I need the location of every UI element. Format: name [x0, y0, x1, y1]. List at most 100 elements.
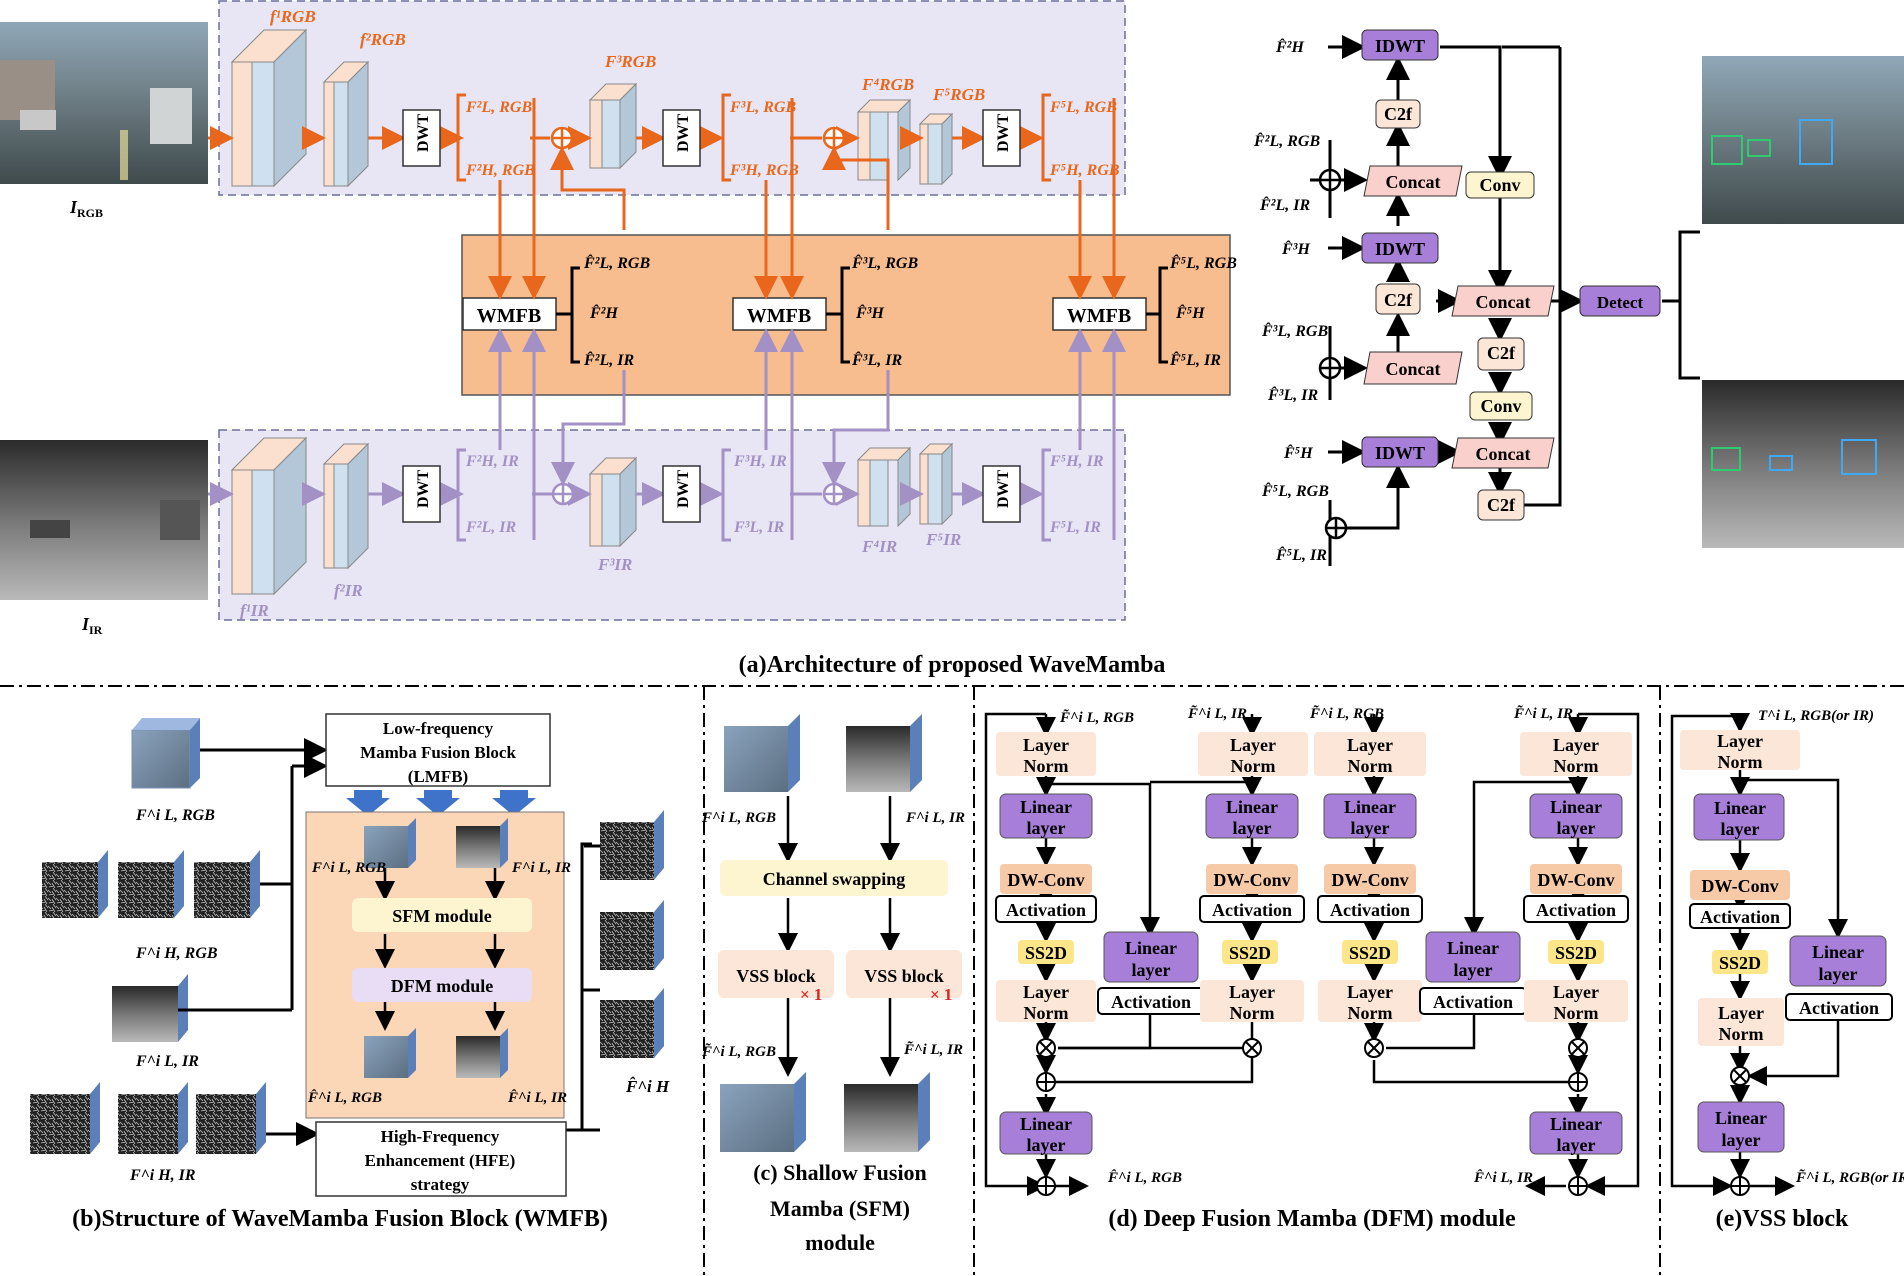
lmfb-arrows	[375, 868, 505, 1031]
panel-a-caption: (a)Architecture of proposed WaveMamba	[739, 652, 1166, 678]
hfe-output-cubes	[600, 810, 664, 1058]
svg-text:F̂^i L, RGB: F̂^i L, RGB	[307, 1088, 382, 1106]
svg-text:F̃^i L, RGB: F̃^i L, RGB	[1059, 708, 1134, 726]
svg-text:Conv: Conv	[1479, 175, 1520, 195]
rgb-feature-blocks	[230, 28, 954, 188]
svg-text:Detect: Detect	[1597, 293, 1644, 312]
ir-bracket-labels: F²H, IR F²L, IR F³H, IR F³L, IR F⁵H, IR …	[465, 453, 1104, 536]
svg-text:F⁵H, IR: F⁵H, IR	[1049, 453, 1104, 470]
svg-text:Concat: Concat	[1386, 172, 1441, 192]
svg-text:F̂⁵H: F̂⁵H	[1283, 443, 1313, 462]
vss-ops	[1730, 1066, 1750, 1196]
vss-block-2	[846, 950, 962, 998]
svg-text:Activation: Activation	[1700, 907, 1780, 927]
svg-text:Norm: Norm	[1024, 756, 1069, 776]
svg-text:Layer: Layer	[1553, 982, 1599, 1002]
svg-text:Norm: Norm	[1554, 756, 1599, 776]
rgb-bracket-labels: F²L, RGB F²H, RGB F³L, RGB F³H, RGB F⁵L,…	[465, 99, 1120, 179]
svg-text:Layer: Layer	[1553, 735, 1599, 755]
neck-box-labels: IDWT C2f Concat IDWT C2f Concat IDWT Con…	[1375, 36, 1643, 515]
neck-input-labels: F̂²H F̂²L, RGB F̂²L, IR F̂³H F̂³L, RGB F…	[1253, 37, 1329, 564]
svg-text:F⁴RGB: F⁴RGB	[861, 75, 914, 94]
channel-swapping-label: Channel swapping	[763, 869, 906, 889]
svg-text:WMFB: WMFB	[477, 305, 541, 327]
svg-text:F̂⁵L, IR: F̂⁵L, IR	[1169, 350, 1221, 369]
svg-text:SS2D: SS2D	[1719, 953, 1761, 973]
svg-text:F³H, IR: F³H, IR	[733, 453, 787, 470]
svg-text:Activation: Activation	[1330, 900, 1410, 920]
svg-text:IDWT: IDWT	[1375, 36, 1425, 56]
svg-text:F̂^i L, IR: F̂^i L, IR	[1473, 1168, 1533, 1186]
svg-text:SS2D: SS2D	[1229, 943, 1271, 963]
svg-text:F̂²L, IR: F̂²L, IR	[583, 350, 634, 369]
svg-text:strategy: strategy	[411, 1175, 470, 1194]
lmfb-down-arrows	[346, 790, 536, 816]
svg-text:F^i L, RGB: F^i L, RGB	[311, 860, 386, 876]
svg-text:SS2D: SS2D	[1349, 943, 1391, 963]
svg-text:layer: layer	[1132, 960, 1171, 980]
svg-text:Linear: Linear	[1226, 797, 1278, 817]
svg-text:F̂²H: F̂²H	[1275, 37, 1304, 56]
svg-text:F̂²L, IR: F̂²L, IR	[1259, 195, 1310, 214]
svg-text:Layer: Layer	[1023, 982, 1069, 1002]
svg-text:Layer: Layer	[1230, 735, 1276, 755]
svg-text:F^i L, IR: F^i L, IR	[511, 860, 571, 876]
svg-text:DWT: DWT	[995, 113, 1012, 152]
svg-text:Linear: Linear	[1715, 1108, 1767, 1128]
lmfb-text: Low-frequency Mamba Fusion Block (LMFB)	[360, 719, 516, 786]
svg-text:F̂²L, RGB: F̂²L, RGB	[1253, 131, 1320, 150]
svg-text:Norm: Norm	[1231, 756, 1276, 776]
panel-dividers	[0, 685, 1904, 1276]
svg-text:F̂³H: F̂³H	[1281, 239, 1310, 258]
svg-text:Linear: Linear	[1550, 797, 1602, 817]
svg-text:High-Frequency: High-Frequency	[381, 1127, 500, 1146]
svg-text:F̂⁵L, RGB: F̂⁵L, RGB	[1169, 253, 1237, 272]
svg-text:F⁴IR: F⁴IR	[861, 537, 897, 556]
svg-text:F^i H, RGB: F^i H, RGB	[135, 945, 218, 962]
svg-text:F³RGB: F³RGB	[604, 52, 656, 71]
ir-input-image	[0, 440, 208, 600]
svg-text:C2f: C2f	[1487, 495, 1516, 515]
wmfb-input-labels: F^i L, RGB F^i H, RGB F^i L, IR F^i H, I…	[129, 807, 218, 1184]
wmfb-inputs-cubes	[30, 718, 266, 1154]
svg-text:F³L, RGB: F³L, RGB	[729, 99, 796, 116]
svg-text:Layer: Layer	[1718, 1003, 1764, 1023]
svg-text:Norm: Norm	[1230, 1003, 1275, 1023]
dfm-boxes	[995, 732, 1632, 1155]
svg-text:layer: layer	[1819, 964, 1858, 984]
panel-e-caption: (e)VSS block	[1716, 1206, 1849, 1232]
svg-text:F̂²L, RGB: F̂²L, RGB	[583, 253, 650, 272]
svg-text:C2f: C2f	[1384, 104, 1413, 124]
ir-to-wmfb-arrows	[488, 328, 1126, 540]
sfm-input-images	[720, 714, 930, 1152]
svg-text:F²L, RGB: F²L, RGB	[465, 99, 532, 116]
svg-text:Norm: Norm	[1348, 756, 1393, 776]
dfm-module-box	[352, 968, 532, 1002]
svg-text:f²RGB: f²RGB	[360, 30, 406, 49]
dwt-rgb-labels: DWT DWT DWT	[415, 113, 1012, 152]
vss-block-2-label: VSS block	[864, 966, 944, 986]
svg-text:Layer: Layer	[1023, 735, 1069, 755]
svg-text:F³L, IR: F³L, IR	[733, 519, 784, 536]
ir-detection-image	[1702, 380, 1904, 548]
svg-text:DWT: DWT	[995, 469, 1012, 508]
svg-text:F̂⁵H: F̂⁵H	[1175, 303, 1205, 322]
svg-text:Concat: Concat	[1476, 292, 1531, 312]
svg-text:DWT: DWT	[415, 113, 432, 152]
svg-text:IDWT: IDWT	[1375, 239, 1425, 259]
ir-input-label: IIR	[81, 614, 103, 637]
svg-text:Norm: Norm	[1554, 1003, 1599, 1023]
svg-text:Concat: Concat	[1476, 444, 1531, 464]
svg-text:Mamba Fusion Block: Mamba Fusion Block	[360, 743, 516, 762]
svg-text:C2f: C2f	[1384, 290, 1413, 310]
svg-text:F̂³L, RGB: F̂³L, RGB	[851, 253, 918, 272]
svg-text:F̃^i L, RGB: F̃^i L, RGB	[1309, 704, 1384, 722]
neck-boxes	[1361, 29, 1661, 521]
ir-feature-labels: f¹IR f²IR F³IR F⁴IR F⁵IR	[240, 530, 961, 620]
svg-text:SS2D: SS2D	[1025, 943, 1067, 963]
svg-text:f¹IR: f¹IR	[240, 601, 269, 620]
svg-text:(c) Shallow Fusion: (c) Shallow Fusion	[753, 1160, 927, 1185]
svg-text:(LMFB): (LMFB)	[408, 767, 468, 786]
svg-text:Activation: Activation	[1212, 900, 1292, 920]
svg-text:layer: layer	[1351, 818, 1390, 838]
